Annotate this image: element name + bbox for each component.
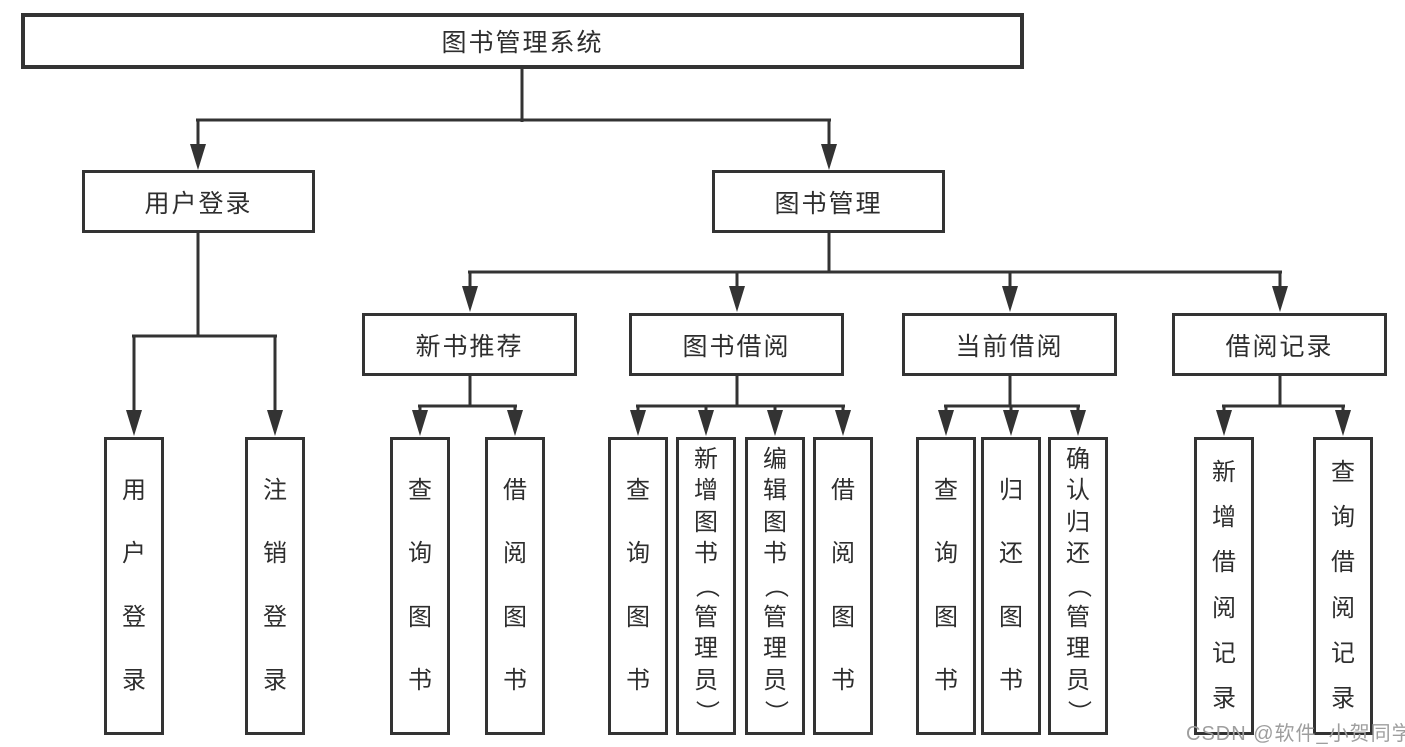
node-current-borrowing-label: 当前借阅 — [955, 332, 1064, 361]
leaf-add-books-admin: 新增图书（管理员） — [676, 437, 736, 735]
node-book-borrowing-label: 图书借阅 — [682, 332, 791, 361]
leaf-query-borrow-record: 查询借阅记录 — [1313, 437, 1373, 735]
leaf-query-books-current: 查询图书 — [916, 437, 976, 735]
node-new-book-recommend: 新书推荐 — [362, 313, 577, 376]
node-new-book-recommend-label: 新书推荐 — [415, 332, 524, 361]
leaf-query-books-recommend-label: 查询图书 — [408, 477, 432, 694]
connector-lines — [132, 69, 1345, 412]
leaf-confirm-return-admin: 确认归还（管理员） — [1048, 437, 1108, 735]
leaf-query-books-recommend: 查询图书 — [390, 437, 450, 735]
leaf-user-login: 用户登录 — [104, 437, 164, 735]
node-borrowing-records: 借阅记录 — [1172, 313, 1387, 376]
leaf-edit-books-admin: 编辑图书（管理员） — [745, 437, 805, 735]
leaf-return-books: 归还图书 — [981, 437, 1041, 735]
leaf-add-books-admin-label: 新增图书（管理员） — [693, 445, 720, 725]
leaf-add-borrow-record: 新增借阅记录 — [1194, 437, 1254, 735]
leaf-confirm-return-admin-label: 确认归还（管理员） — [1065, 445, 1092, 725]
leaf-query-books-current-label: 查询图书 — [934, 477, 958, 694]
node-library-system-label: 图书管理系统 — [441, 29, 604, 57]
leaf-borrow-books-borrowing: 借阅图书 — [813, 437, 873, 735]
csdn-watermark: CSDN @软件_小贺同学 — [1186, 723, 1405, 745]
leaf-edit-books-admin-label: 编辑图书（管理员） — [762, 445, 789, 725]
leaf-query-books-borrowing-label: 查询图书 — [626, 477, 650, 694]
node-user-login: 用户登录 — [82, 170, 315, 233]
node-borrowing-records-label: 借阅记录 — [1225, 332, 1334, 361]
leaf-borrow-books-recommend-label: 借阅图书 — [503, 477, 527, 694]
node-book-management: 图书管理 — [712, 170, 945, 233]
leaf-add-borrow-record-label: 新增借阅记录 — [1212, 459, 1236, 712]
leaf-user-login-label: 用户登录 — [122, 477, 146, 694]
node-user-login-label: 用户登录 — [144, 189, 253, 218]
leaf-return-books-label: 归还图书 — [999, 477, 1023, 694]
leaf-borrow-books-recommend: 借阅图书 — [485, 437, 545, 735]
leaf-logout-label: 注销登录 — [263, 477, 287, 694]
node-book-management-label: 图书管理 — [774, 189, 883, 218]
arrowhead-icons — [126, 144, 1351, 436]
leaf-logout: 注销登录 — [245, 437, 305, 735]
node-book-borrowing: 图书借阅 — [629, 313, 844, 376]
node-library-system: 图书管理系统 — [21, 13, 1024, 69]
leaf-query-books-borrowing: 查询图书 — [608, 437, 668, 735]
node-current-borrowing: 当前借阅 — [902, 313, 1117, 376]
leaf-borrow-books-borrowing-label: 借阅图书 — [831, 477, 855, 694]
leaf-query-borrow-record-label: 查询借阅记录 — [1331, 459, 1355, 712]
